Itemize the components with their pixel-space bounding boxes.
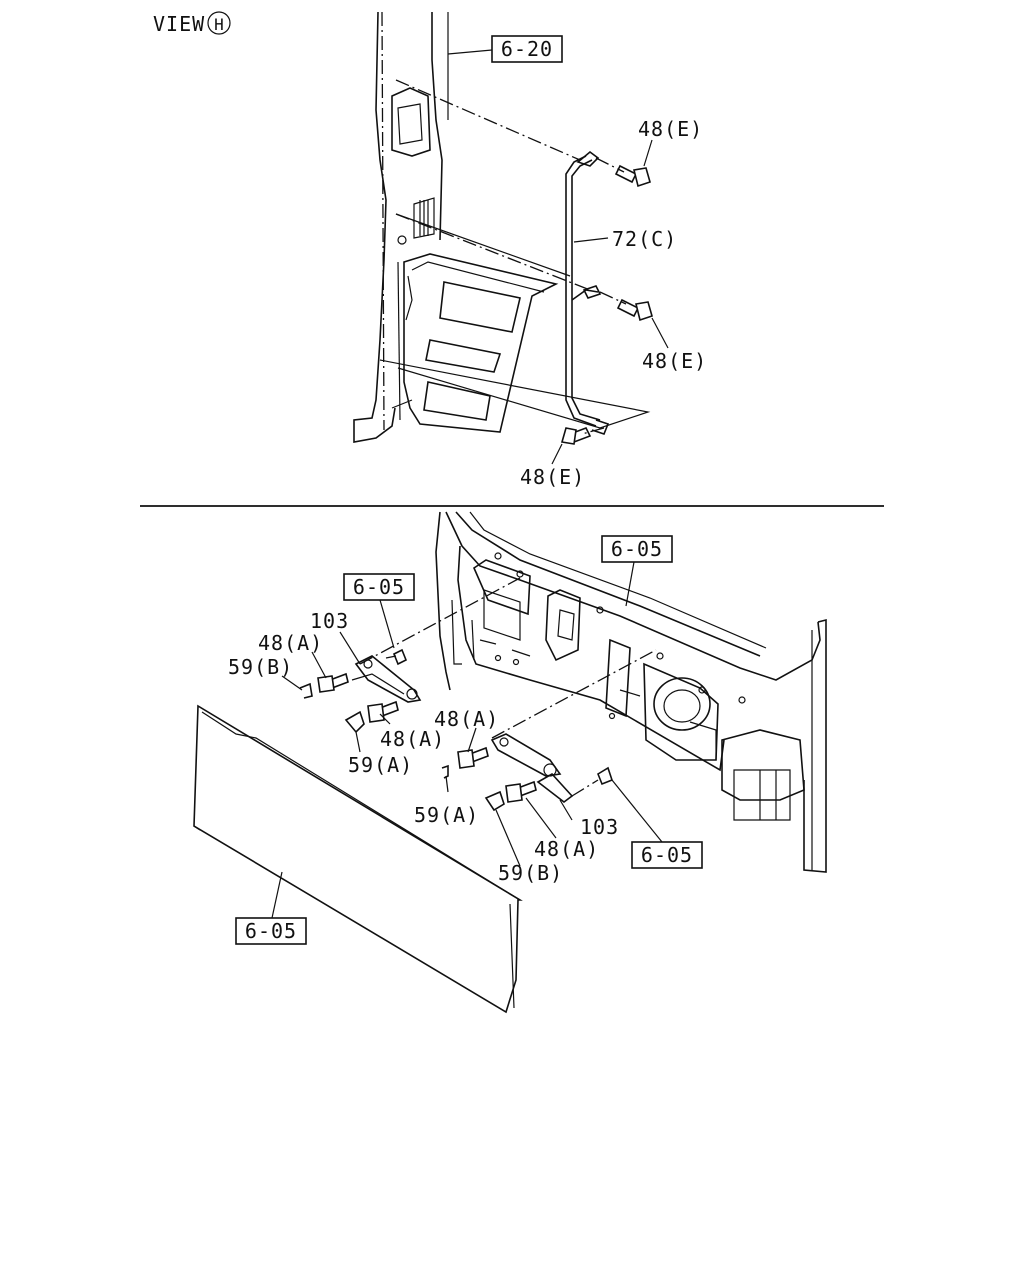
bolt-48e-top: [595, 157, 651, 188]
label-cap-59b-right: 59(B): [498, 861, 563, 885]
svg-text:6-05: 6-05: [353, 575, 405, 599]
label-cap-59a-left: 59(A): [348, 753, 413, 777]
ref-box-6-05-lid: 6-05: [235, 871, 307, 945]
clip-59b-left: [299, 682, 313, 699]
bolt-48a-left-upper: [317, 672, 349, 693]
label-bolt-48e-mid: 48(E): [642, 349, 707, 373]
view-letter: H: [214, 15, 224, 34]
label-bolt-48a-left-upper: 48(A): [258, 631, 323, 655]
pillar-panel: [353, 11, 559, 443]
label-clip-59b-left: 59(B): [228, 655, 293, 679]
bolt-48a-right-lower: [505, 780, 537, 803]
cap-59a-left: [344, 710, 365, 734]
view-label: VIEW: [153, 12, 205, 36]
bolt-48e-mid: [599, 291, 653, 322]
front-lid: [193, 704, 523, 1014]
label-hinge-103-left: 103: [310, 609, 349, 633]
svg-text:6-20: 6-20: [501, 37, 553, 61]
view-letter-circle: [207, 11, 231, 35]
rod-72c: [565, 150, 610, 435]
hinge-right: [490, 733, 613, 804]
front-panel: [435, 511, 827, 873]
label-hinge-103-right: 103: [580, 815, 619, 839]
label-bolt-48a-right-upper: 48(A): [434, 707, 499, 731]
svg-text:6-05: 6-05: [245, 919, 297, 943]
hinge-left: [351, 648, 422, 703]
ref-box-6-05-panel: 6-05: [601, 535, 673, 607]
ref-box-6-20: 6-20: [447, 35, 563, 63]
label-bolt-48e-bottom: 48(E): [520, 465, 585, 489]
label-bolt-48a-right-lower: 48(A): [534, 837, 599, 861]
label-bolt-48e-top: 48(E): [638, 117, 703, 141]
bolt-48e-bottom: [560, 426, 605, 445]
clip-59a-right: [441, 764, 449, 779]
svg-text:6-05: 6-05: [641, 843, 693, 867]
view-heading: VIEW H: [153, 11, 231, 36]
label-clip-59a-right: 59(A): [414, 803, 479, 827]
svg-text:6-05: 6-05: [611, 537, 663, 561]
cap-59b-right: [484, 790, 505, 812]
label-rod-72c: 72(C): [612, 227, 677, 251]
bolt-48a-left-lower: [367, 700, 399, 723]
bolt-48a-right-upper: [457, 746, 489, 769]
ref-box-6-05-hinge-left: 6-05: [343, 573, 415, 649]
label-bolt-48a-left-lower: 48(A): [380, 727, 445, 751]
ref-box-6-05-bracket-right: 6-05: [611, 779, 703, 869]
